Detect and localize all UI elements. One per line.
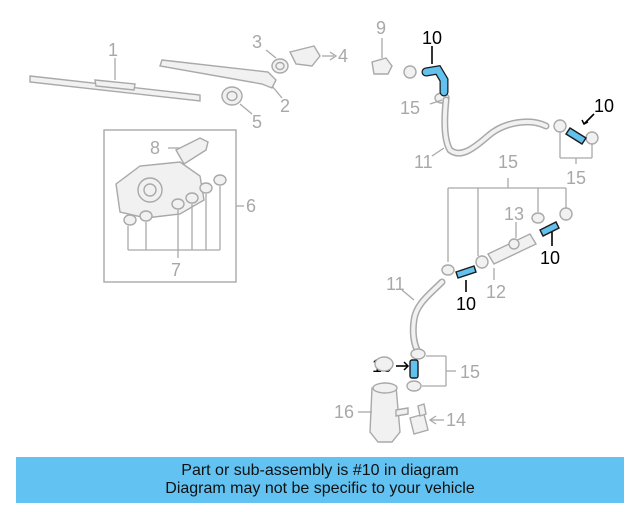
hose-10-mid-right [539,221,560,237]
callout-15c: 15 [498,152,518,172]
callout-7-leaders [127,186,221,258]
washer-hose-upper-outline [441,96,550,157]
callout-10d: 10 [456,294,476,314]
washer-hose-lower [411,280,444,354]
callout-13: 13 [504,204,524,224]
callout-10a: 10 [422,28,442,48]
washer-pump [369,356,409,443]
manifold-leaders-15 [447,178,567,262]
clamp-right [553,119,599,164]
callout-16: 16 [334,402,354,422]
clamp-lower [406,348,456,392]
callout-2: 2 [280,96,290,116]
callout-6: 6 [246,196,256,216]
hose-10-lower [409,359,419,379]
caption-banner: Part or sub-assembly is #10 in diagram D… [16,457,624,503]
callout-15d: 15 [460,362,480,382]
callout-10b: 10 [594,96,614,116]
pump-connector [409,403,429,435]
wiper-blade [29,58,201,102]
nut [265,49,289,74]
callout-15a: 15 [400,98,420,118]
callout-9: 9 [376,18,386,38]
washer-nozzle [371,38,393,75]
hose-10-mid-left [455,265,477,279]
caption-line-1: Part or sub-assembly is #10 in diagram [181,462,459,479]
hose-10-top [422,66,448,96]
caption-line-2: Diagram may not be specific to your vehi… [165,480,475,497]
hose-10-right [565,127,587,145]
callout-1: 1 [108,40,118,60]
callout-15b: 15 [566,168,586,188]
callout-12: 12 [486,282,506,302]
callout-5: 5 [252,112,262,132]
callout-4: 4 [338,46,348,66]
grommet [221,86,253,115]
callout-3: 3 [252,32,262,52]
washer-hose-lower-outline [409,278,446,356]
callout-8: 8 [150,138,160,158]
cap [288,45,338,67]
callout-7: 7 [171,260,181,280]
callout-11b: 11 [386,274,405,294]
washer-tee-connector [441,207,573,276]
wiper-motor [115,137,227,226]
callout-14: 14 [446,410,466,430]
callout-10c: 10 [540,248,560,268]
callout-11a: 11 [414,152,433,172]
washer-hose-upper [442,98,548,156]
wiper-arm [159,59,283,99]
